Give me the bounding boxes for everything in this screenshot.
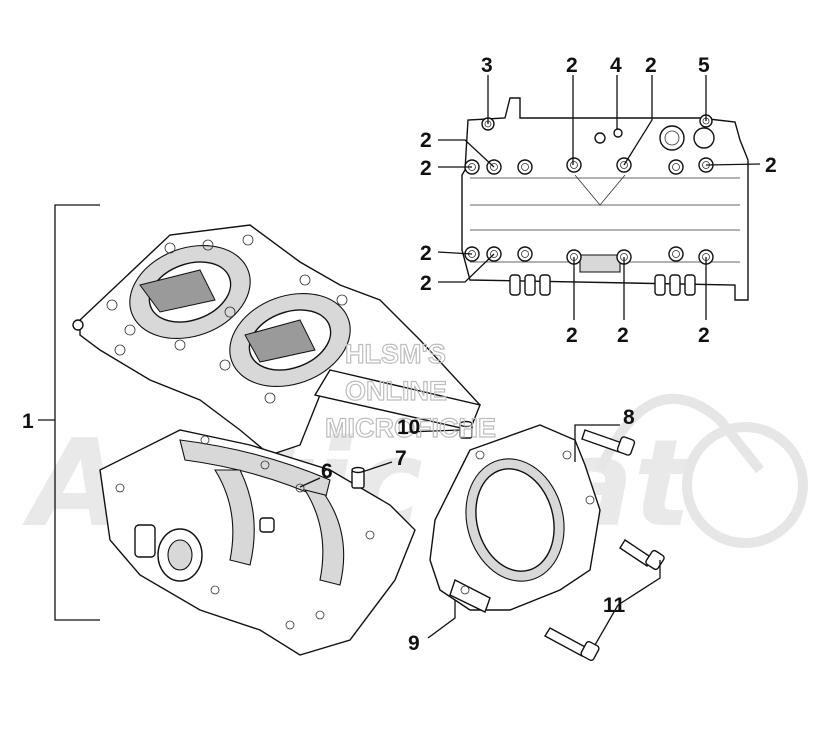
callout-2-left-c: 2 xyxy=(420,242,432,265)
watermark-line-3: MICROFICHE xyxy=(325,413,496,443)
dowel-pin xyxy=(351,466,365,489)
callout-9: 9 xyxy=(408,632,420,655)
leader-lines xyxy=(299,75,761,646)
callout-2-top-b: 2 xyxy=(645,54,657,77)
callout-11: 11 xyxy=(603,594,626,617)
callout-2-left-a: 2 xyxy=(420,129,432,152)
callout-3: 3 xyxy=(481,54,493,77)
watermark-wheel xyxy=(682,422,808,548)
crankcase-cover xyxy=(429,424,601,613)
item-1-bracket xyxy=(54,204,100,621)
callout-7: 7 xyxy=(395,447,407,470)
callout-10: 10 xyxy=(397,416,420,439)
callout-2-right: 2 xyxy=(765,154,777,177)
callout-2-top-a: 2 xyxy=(566,54,578,77)
lower-crankcase-half xyxy=(99,429,416,656)
callout-2-bottom-c: 2 xyxy=(698,324,710,347)
callout-labels: 1 3 2 4 2 5 2 2 2 2 2 2 2 2 10 8 6 7 11 … xyxy=(22,54,777,655)
callout-1: 1 xyxy=(22,410,34,433)
callout-2-bottom-b: 2 xyxy=(617,324,629,347)
bolt-11-lower xyxy=(544,627,600,661)
bolt-holes-bottom-row xyxy=(464,246,714,265)
bearing-bore xyxy=(659,125,685,151)
plug-10 xyxy=(459,420,473,439)
bolt-8 xyxy=(581,429,636,456)
watermark-line-1: HLSM'S xyxy=(345,339,446,369)
callout-5: 5 xyxy=(698,54,710,77)
callout-4: 4 xyxy=(610,54,622,77)
callout-2-left-d: 2 xyxy=(420,272,432,295)
watermark-text: HLSM'S ONLINE MICROFICHE xyxy=(324,338,496,443)
lower-case-outline xyxy=(99,429,416,656)
callout-8: 8 xyxy=(623,406,635,429)
callout-6: 6 xyxy=(321,460,333,483)
crankcase-top-view xyxy=(461,97,749,301)
callout-2-bottom-a: 2 xyxy=(566,324,578,347)
callout-2-left-b: 2 xyxy=(420,157,432,180)
watermark-line-2: ONLINE xyxy=(345,376,447,406)
